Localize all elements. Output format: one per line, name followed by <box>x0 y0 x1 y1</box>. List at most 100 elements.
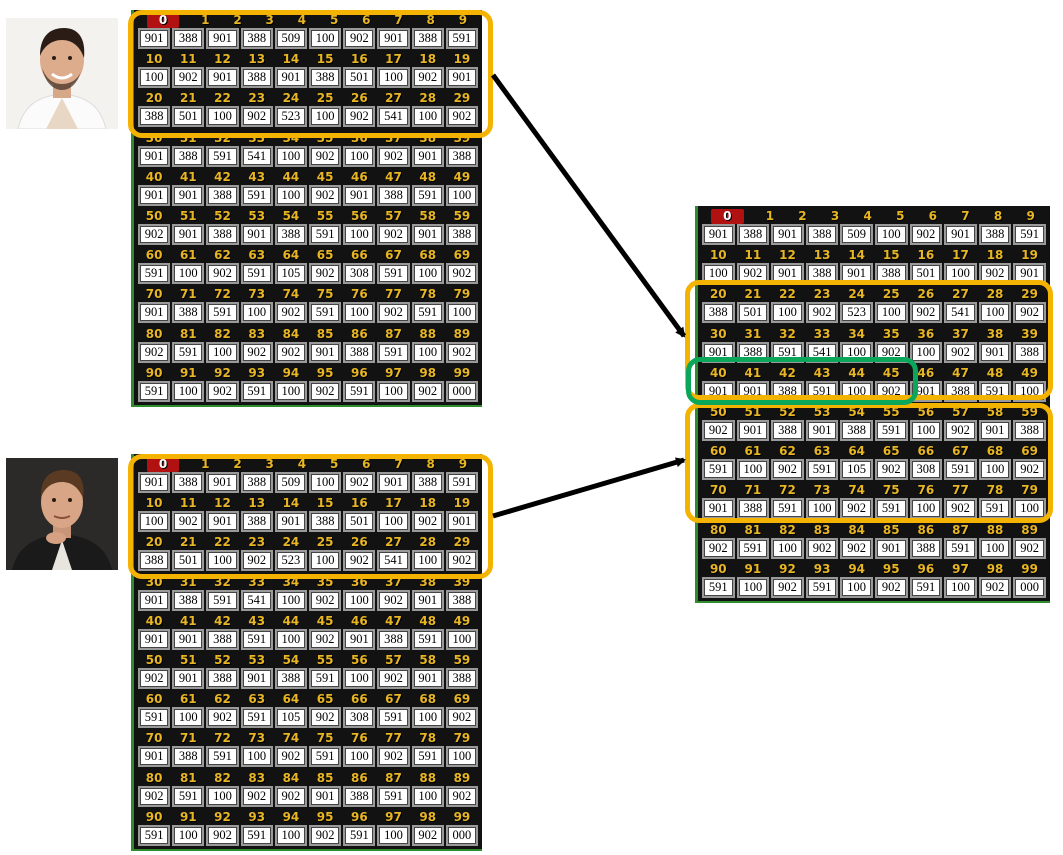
cell-value: 902 <box>445 341 479 363</box>
cell-value: 901 <box>411 223 444 245</box>
cell-value: 100 <box>240 302 273 324</box>
cell-value: 591 <box>377 785 410 807</box>
cell-value: 388 <box>874 263 908 285</box>
cell-number: 72 <box>214 287 231 302</box>
cell-number: 85 <box>882 522 900 537</box>
cell-number: 28 <box>419 535 437 550</box>
cell-value: 100 <box>343 302 376 324</box>
cell-number: 97 <box>385 809 402 824</box>
cell-number: 3 <box>265 457 274 471</box>
cell-number: 77 <box>385 287 402 302</box>
cell-value: 902 <box>411 67 444 89</box>
cell-number: 71 <box>744 483 762 498</box>
cell-number: 1 <box>201 13 210 27</box>
cell-number: 85 <box>316 770 334 785</box>
cell-number: 55 <box>316 208 334 223</box>
cell-value: 901 <box>138 589 171 611</box>
cell-value: 100 <box>206 785 239 807</box>
cell-number: 98 <box>986 561 1004 576</box>
cell-number: 9 <box>458 457 468 471</box>
cell-value: 100 <box>736 459 770 481</box>
cell-value: 100 <box>377 380 410 402</box>
cell-value: 591 <box>1013 224 1046 245</box>
cell-number: 68 <box>419 248 437 263</box>
arrow-top-to-right <box>490 73 687 338</box>
cell-value: 901 <box>377 472 410 493</box>
cell-number: 71 <box>179 731 197 746</box>
cell-value: 902 <box>874 459 908 481</box>
cell-number: 87 <box>385 326 402 341</box>
cell-number: 25 <box>316 91 334 106</box>
cell-value: 541 <box>377 106 410 128</box>
cell-number: 83 <box>813 522 831 537</box>
cell-number: 94 <box>282 809 300 824</box>
cell-value: 501 <box>343 511 376 533</box>
cell-value: 100 <box>274 380 308 402</box>
cell-number: 16 <box>917 248 935 263</box>
cell-value: 901 <box>944 224 977 245</box>
cell-value: 388 <box>343 341 376 363</box>
cell-number: 63 <box>813 444 831 459</box>
cell-value: 901 <box>343 628 376 650</box>
cell-value: 901 <box>274 67 308 89</box>
cell-value: 100 <box>944 263 977 285</box>
cell-number: 4 <box>297 457 307 471</box>
cell-value: 901 <box>702 224 735 245</box>
cell-value: 591 <box>411 184 444 206</box>
cell-value: 388 <box>240 67 273 89</box>
cell-value: 100 <box>309 106 342 128</box>
cell-number: 59 <box>453 652 471 667</box>
cell-number: 85 <box>316 326 334 341</box>
cell-number: 19 <box>453 52 471 67</box>
cell-value: 501 <box>736 302 770 324</box>
cell-value: 105 <box>274 263 308 285</box>
cell-value: 902 <box>445 785 479 807</box>
cell-number: 22 <box>214 91 231 106</box>
cell-number: 15 <box>316 496 334 511</box>
cell-number: 23 <box>248 91 266 106</box>
cell-value: 388 <box>206 223 239 245</box>
cell-number: 87 <box>385 770 402 785</box>
cell-value: 100 <box>138 67 171 89</box>
cell-value: 902 <box>909 302 943 324</box>
cell-value: 591 <box>411 746 444 768</box>
cell-number: 92 <box>214 809 231 824</box>
cell-value: 902 <box>702 419 735 441</box>
cell-number: 89 <box>453 326 471 341</box>
cell-number: 86 <box>350 326 368 341</box>
cell-number: 96 <box>917 561 935 576</box>
cell-number: 95 <box>316 365 334 380</box>
cell-number: 48 <box>419 169 437 184</box>
cell-value: 100 <box>274 589 308 611</box>
cell-value: 901 <box>138 302 171 324</box>
cell-value: 100 <box>978 459 1012 481</box>
cell-value: 388 <box>1013 419 1046 441</box>
cell-value: 105 <box>274 707 308 729</box>
cell-value: 901 <box>138 184 171 206</box>
cell-number: 93 <box>813 561 831 576</box>
cell-number: 69 <box>453 248 471 263</box>
cell-number: 29 <box>453 91 471 106</box>
cell-number: 83 <box>248 770 266 785</box>
cell-number: 69 <box>1021 444 1038 459</box>
cell-number: 8 <box>993 209 1003 223</box>
cell-number: 80 <box>145 326 163 341</box>
cell-number: 82 <box>214 770 231 785</box>
cell-number: 45 <box>882 365 900 380</box>
cell-value: 902 <box>309 263 342 285</box>
cell-value: 541 <box>377 550 410 572</box>
highlight-top-rows-0-29 <box>128 10 493 138</box>
cell-value: 308 <box>343 263 376 285</box>
cell-value: 000 <box>445 824 479 846</box>
cell-value: 902 <box>309 707 342 729</box>
cell-value: 388 <box>840 419 873 441</box>
